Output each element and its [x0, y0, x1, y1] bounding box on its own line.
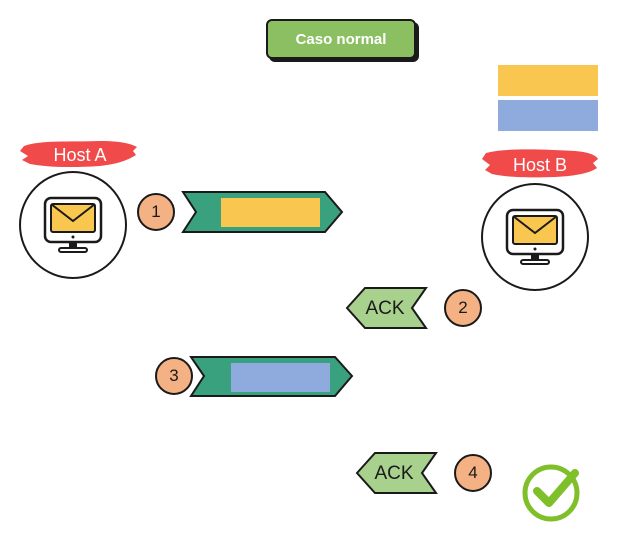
step-number-1: 1 [137, 193, 175, 231]
host-b-label: Host B [512, 154, 568, 175]
monitor-envelope-icon [505, 208, 565, 265]
host-a-label-bg [20, 141, 137, 168]
title-text: Caso normal [295, 30, 387, 48]
step-number-3: 3 [155, 357, 193, 395]
monitor-envelope-icon [43, 196, 103, 253]
ack-arrow-2 [345, 287, 428, 329]
step-number-4: 4 [454, 454, 492, 492]
ack-label-2: ACK [365, 298, 405, 319]
step-number-2: 2 [444, 289, 482, 327]
host-a-label: Host A [53, 144, 107, 165]
legend-swatch-yellow [498, 65, 598, 96]
host-b-label-bg [482, 149, 598, 178]
checkmark-icon [522, 464, 580, 522]
segment-arrow-1 [181, 191, 344, 233]
ack-arrow-4 [355, 452, 438, 494]
title-badge: Caso normal [266, 19, 416, 59]
ack-label-4: ACK [374, 463, 414, 484]
segment-arrow-3 [189, 356, 354, 397]
legend-swatch-blue [498, 100, 598, 131]
